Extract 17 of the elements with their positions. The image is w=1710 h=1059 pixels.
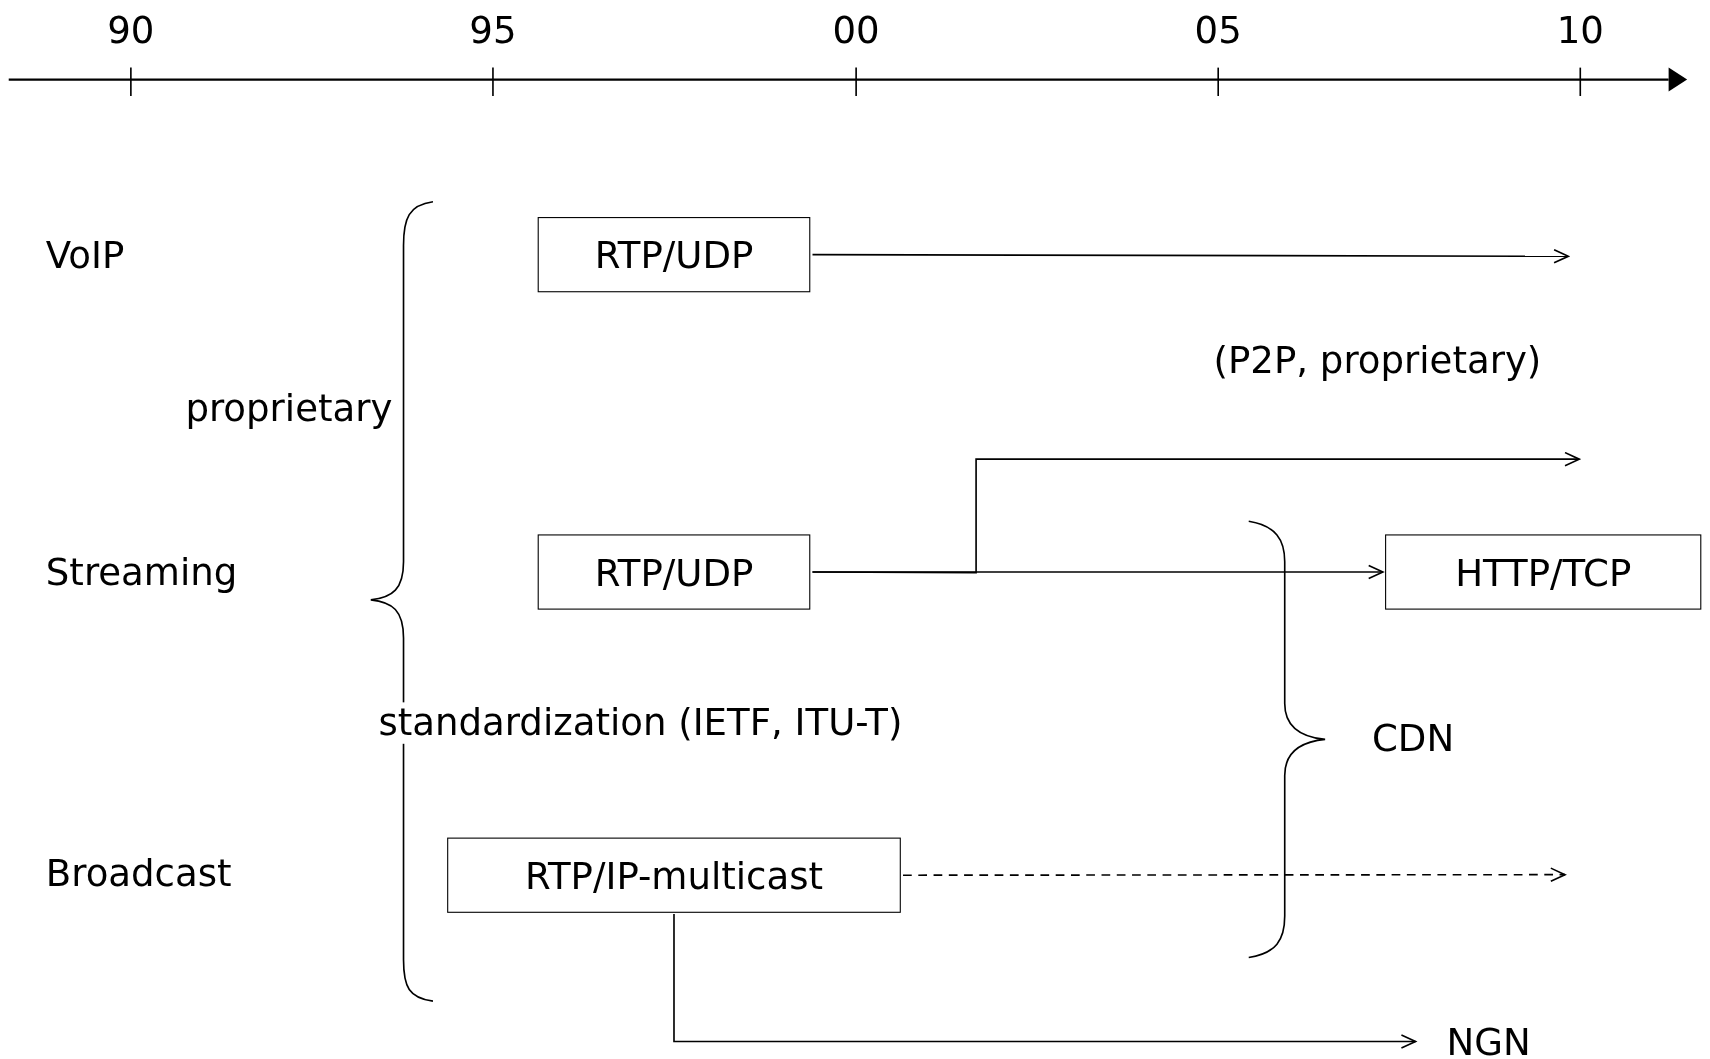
group-label: CDN (1371, 719, 1455, 760)
tick-label: 90 (107, 10, 155, 51)
tick-label: 00 (832, 10, 880, 51)
tick-label: 95 (469, 10, 517, 51)
arrow (811, 451, 1580, 574)
row-label: Streaming (45, 552, 238, 593)
row-label: Broadcast (45, 853, 232, 894)
arrow (811, 248, 1570, 264)
arrow (673, 913, 1417, 1049)
tick-label: 10 (1556, 10, 1604, 51)
protocol-box: RTP/IP-multicast (447, 837, 901, 913)
row-label: VoIP (45, 235, 125, 277)
protocol-box: RTP/UDP (537, 217, 811, 293)
protocol-box: RTP/UDP (537, 534, 811, 610)
protocol-box: HTTP/TCP (1385, 534, 1702, 610)
arrow (902, 867, 1566, 883)
tick-label: 05 (1194, 10, 1242, 51)
